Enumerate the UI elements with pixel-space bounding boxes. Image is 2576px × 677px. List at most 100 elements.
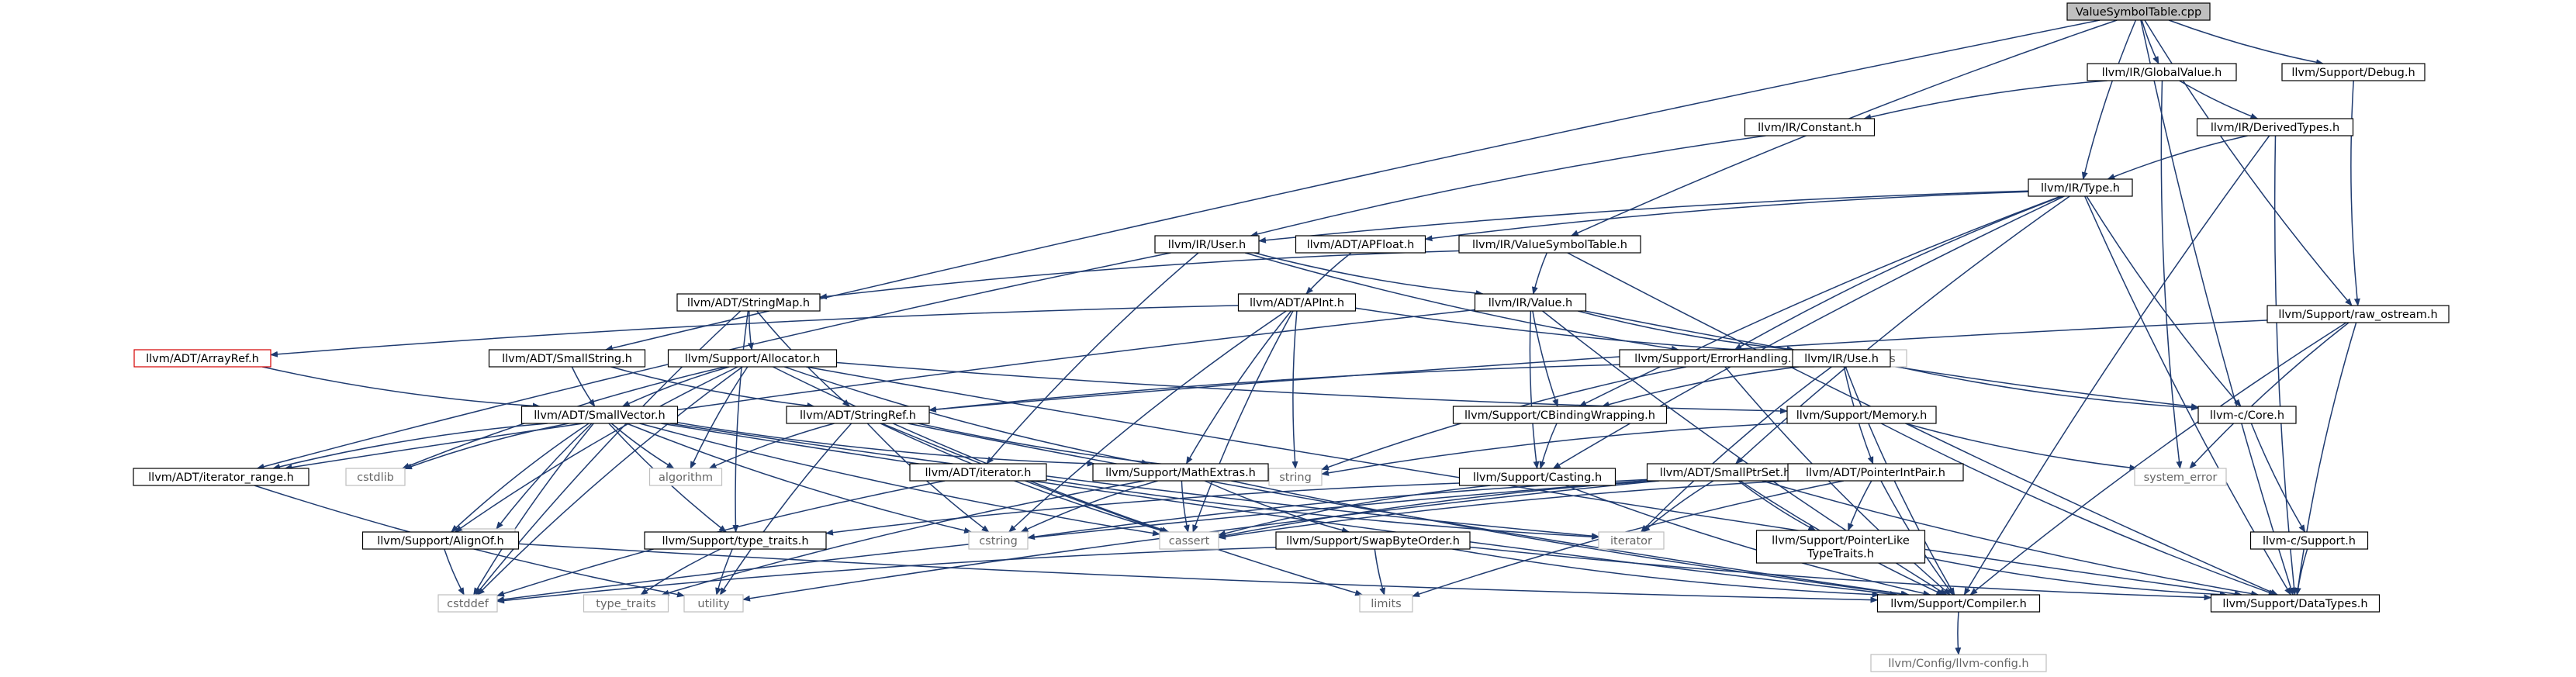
node-type[interactable]: llvm/IR/Type.h <box>2028 178 2133 197</box>
edge-swapbyteorder-to-compiler <box>1452 548 1880 598</box>
node-llvmcsupport[interactable]: llvm-c/Support.h <box>2249 531 2369 550</box>
node-adtiterator-box <box>909 463 1047 482</box>
node-smallvector[interactable]: llvm/ADT/SmallVector.h <box>520 406 679 424</box>
edge-typetraits-to-typetraitsstd <box>640 548 721 596</box>
edge-smallstring-to-smallvector <box>571 366 596 407</box>
node-compiler[interactable]: llvm/Support/Compiler.h <box>1876 594 2041 613</box>
edge-alignof-to-cstddef <box>444 548 465 596</box>
node-casting-label: llvm/Support/Casting.h <box>1473 471 1602 484</box>
edge-allocator-to-cstddef <box>477 366 743 596</box>
edge-use-to-compiler <box>1845 366 1955 596</box>
node-pointerintpair[interactable]: llvm/ADT/PointerIntPair.h <box>1787 463 1964 482</box>
node-rawostream[interactable]: llvm/Support/raw_ostream.h <box>2267 305 2450 323</box>
edge-cbinding-to-casting <box>1539 423 1558 469</box>
edge-stringmap-to-typetraits <box>732 310 749 533</box>
node-smallvector-box <box>520 406 679 424</box>
edge-smallvector-to-cstddef <box>473 423 594 596</box>
node-compiler-label: llvm/Support/Compiler.h <box>1890 598 2027 610</box>
edge-errorhandling-to-compiler <box>1724 366 1951 596</box>
edge-constant-to-user <box>1250 135 1766 237</box>
edge-smallvector-to-algorithm <box>610 423 675 469</box>
node-use[interactable]: llvm/IR/Use.h <box>1792 349 1891 368</box>
node-cassert-label: cassert <box>1169 535 1210 547</box>
node-mathextras[interactable]: llvm/Support/MathExtras.h <box>1092 463 1269 482</box>
node-stringmap-label: llvm/ADT/StringMap.h <box>687 297 810 309</box>
node-debug-label: llvm/Support/Debug.h <box>2291 67 2415 79</box>
node-constant-label: llvm/IR/Constant.h <box>1758 122 1862 134</box>
node-adtiterator-label: llvm/ADT/iterator.h <box>925 467 1032 479</box>
edge-type-to-apfloat <box>1424 191 2029 242</box>
node-alignof-box <box>361 531 520 550</box>
edge-type-to-smallptrset <box>1734 195 2070 465</box>
edge-user-to-value <box>1254 252 1484 297</box>
node-globalvalue-label: llvm/IR/GlobalValue.h <box>2102 67 2222 79</box>
node-cstring-label: cstring <box>979 535 1018 547</box>
edge-casting-to-compiler <box>1565 485 1931 596</box>
edge-derivedtypes-to-compiler <box>1963 135 2270 596</box>
edges-layer <box>254 19 2360 655</box>
node-constant[interactable]: llvm/IR/Constant.h <box>1744 118 1876 136</box>
node-derivedtypes[interactable]: llvm/IR/DerivedTypes.h <box>2196 118 2354 136</box>
edge-smallptrset-to-cstddef <box>496 479 1648 603</box>
node-datatypes[interactable]: llvm/Support/DataTypes.h <box>2210 594 2381 613</box>
node-user-label: llvm/IR/User.h <box>1168 239 1246 251</box>
edge-llvmcsupport-to-datatypes <box>2294 548 2308 596</box>
edge-stringref-to-compiler <box>908 423 1910 597</box>
edge-use-to-llvmccore <box>1890 364 2199 411</box>
node-memory[interactable]: llvm/Support/Memory.h <box>1786 406 1937 424</box>
node-iteratorrange[interactable]: llvm/ADT/iterator_range.h <box>133 468 309 486</box>
node-root[interactable]: ValueSymbolTable.cpp <box>2066 2 2211 21</box>
node-typetraitsstd-box <box>583 594 669 613</box>
node-cstddef-box <box>437 594 498 613</box>
edge-apfloat-to-apint <box>1305 252 1352 295</box>
node-value[interactable]: llvm/IR/Value.h <box>1474 293 1587 312</box>
node-derivedtypes-box <box>2196 118 2354 136</box>
edge-allocator-to-algorithm <box>690 366 749 469</box>
node-globalvalue[interactable]: llvm/IR/GlobalValue.h <box>2087 63 2237 81</box>
edge-rawostream-to-stringref <box>928 320 2268 413</box>
node-llvmconfig-box <box>1870 654 2047 672</box>
edge-vst-to-datatypes <box>1567 252 2279 596</box>
node-stringref-box <box>786 406 930 424</box>
edge-value-to-cbinding <box>1532 310 1558 407</box>
edge-allocator-to-alignof <box>454 366 738 533</box>
node-allocator[interactable]: llvm/Support/Allocator.h <box>667 349 838 368</box>
edge-vst-to-value <box>1531 252 1547 295</box>
node-apint[interactable]: llvm/ADT/APInt.h <box>1237 293 1357 312</box>
node-typetraitsstd-label: type_traits <box>596 598 655 610</box>
node-llvmcsupport-label: llvm-c/Support.h <box>2263 535 2356 547</box>
node-casting[interactable]: llvm/Support/Casting.h <box>1458 468 1616 486</box>
node-debug[interactable]: llvm/Support/Debug.h <box>2281 63 2426 81</box>
node-cbinding[interactable]: llvm/Support/CBindingWrapping.h <box>1452 406 1668 424</box>
edge-smallvector-to-cassert <box>639 423 1160 537</box>
edge-root-to-type <box>2081 19 2137 180</box>
edge-stringref-to-cassert <box>880 423 1167 534</box>
node-cassert: cassert <box>1159 531 1219 550</box>
node-errorhandling[interactable]: llvm/Support/ErrorHandling.h <box>1619 349 1814 368</box>
edge-apint-to-string <box>1291 310 1298 469</box>
node-apfloat[interactable]: llvm/ADT/APFloat.h <box>1295 235 1426 254</box>
edge-smallstring-to-stringref <box>610 366 815 409</box>
node-smallstring[interactable]: llvm/ADT/SmallString.h <box>488 349 646 368</box>
edge-pointerintpair-to-cassert <box>1218 480 1790 540</box>
edge-smallvector-to-compiler <box>661 423 1898 597</box>
edge-rawostream-to-systemerror <box>2189 322 2350 469</box>
node-llvmccore[interactable]: llvm-c/Core.h <box>2197 406 2297 424</box>
edge-use-to-iterator <box>1640 366 1832 533</box>
edge-mathextras-to-cstring <box>1020 480 1158 533</box>
node-alignof[interactable]: llvm/Support/AlignOf.h <box>361 531 520 550</box>
node-adtiterator[interactable]: llvm/ADT/iterator.h <box>909 463 1047 482</box>
node-typetraits[interactable]: llvm/Support/type_traits.h <box>644 531 827 550</box>
node-stringref[interactable]: llvm/ADT/StringRef.h <box>786 406 930 424</box>
node-user[interactable]: llvm/IR/User.h <box>1154 235 1260 254</box>
node-stringmap[interactable]: llvm/ADT/StringMap.h <box>676 293 821 312</box>
node-llvmcsupport-box <box>2249 531 2369 550</box>
node-swapbyteorder[interactable]: llvm/Support/SwapByteOrder.h <box>1275 531 1471 550</box>
edge-type-to-errorhandling <box>1734 195 2063 351</box>
node-vst[interactable]: llvm/IR/ValueSymbolTable.h <box>1458 235 1641 254</box>
node-smallptrset[interactable]: llvm/ADT/SmallPtrSet.h <box>1646 463 1804 482</box>
edge-allocator-to-mathextras <box>784 366 1150 466</box>
edge-allocator-to-cassert <box>773 366 1170 533</box>
node-arrayref[interactable]: llvm/ADT/ArrayRef.h <box>133 349 271 368</box>
